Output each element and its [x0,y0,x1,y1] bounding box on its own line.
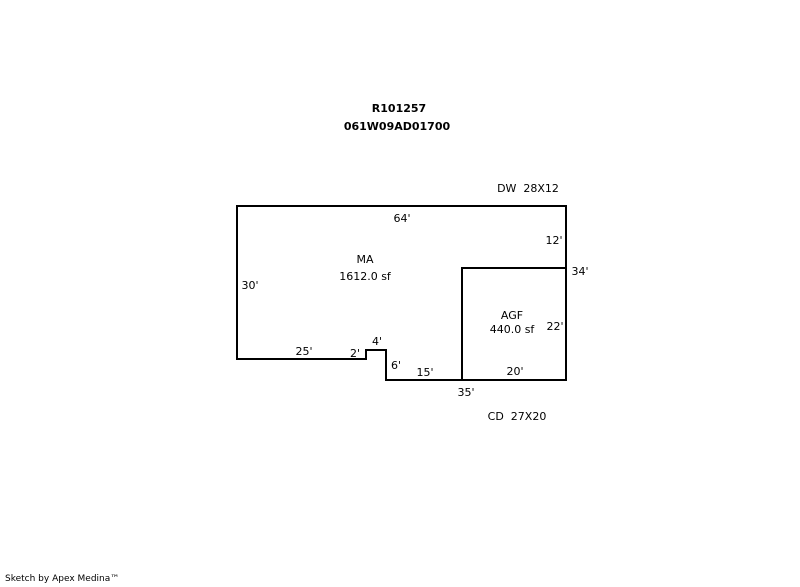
main-area-code: MA [356,253,373,266]
annotation-cd: CD 27X20 [488,410,547,423]
dim-bottom-mid: 15' [416,366,433,379]
dim-bottom-total: 35' [457,386,474,399]
dim-notch-left: 2' [350,347,360,360]
account-number: 061W09AD01700 [344,120,451,133]
dim-ma-top: 64' [393,212,410,225]
main-area-size: 1612.0 sf [339,270,392,283]
dim-ma-bottom-left: 25' [295,345,312,358]
dim-notch-right: 6' [391,359,401,372]
dim-ma-left: 30' [241,279,258,292]
dim-notch-top: 4' [372,335,382,348]
garage-area-size: 440.0 sf [490,323,536,336]
parcel-id: R101257 [372,102,426,115]
main-area-outline [236,205,567,381]
dim-right-upper: 12' [545,234,562,247]
garage-area-outline [461,267,566,380]
dim-right-total: 34' [571,265,588,278]
dim-agf-right: 22' [546,320,563,333]
sketch-credit: Sketch by Apex Medina™ [5,574,120,584]
dim-agf-bottom: 20' [506,365,523,378]
garage-area-code: AGF [501,309,523,322]
annotation-dw: DW 28X12 [497,182,559,195]
